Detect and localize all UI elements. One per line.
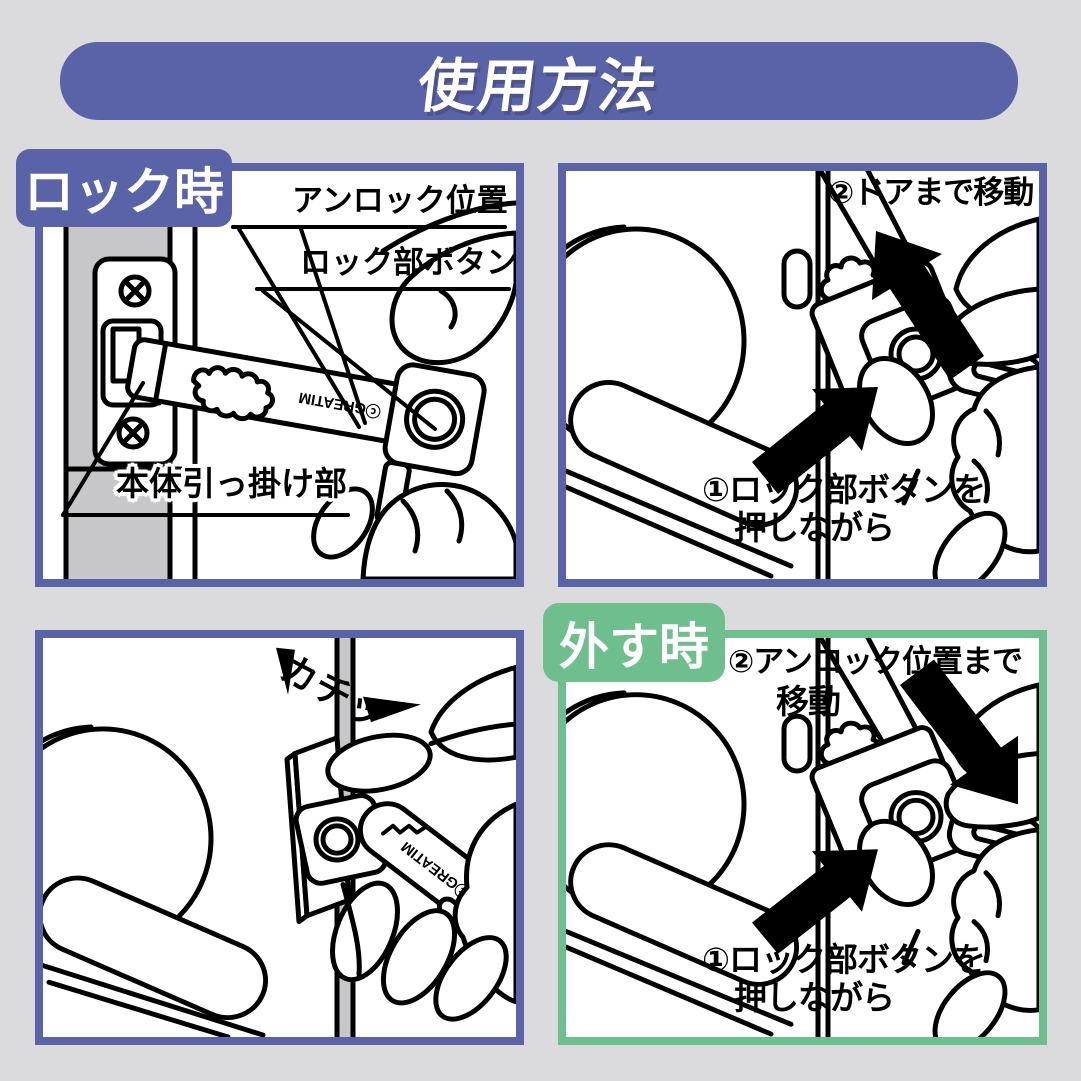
page-title: 使用方法 [414, 54, 663, 119]
locked-state-illustration: ⓒGREATIM [61, 171, 516, 579]
door-handle-art [43, 724, 269, 1037]
badge-locked-state: ロック時 [16, 149, 232, 227]
move-to-unlock-arrow-icon [900, 659, 1018, 805]
step-move-to-door: ②ドアまで移動 [828, 175, 1034, 210]
header-banner: 使用方法 [60, 42, 1018, 120]
badge-remove-state: 外す時 [543, 603, 725, 682]
step-move-to-unlock-line2: 移動 [776, 683, 841, 720]
thumb-art [325, 732, 433, 794]
hand-art [325, 664, 516, 1022]
click-illustration: ⓒGREATIM [43, 638, 516, 1037]
label-lock-button: ロック部ボタン [300, 245, 517, 280]
move-to-door-illustration [566, 171, 1039, 579]
step-press-button-line1: ①ロック部ボタンを [702, 941, 986, 978]
step-press-button-line2: 押しながら [734, 509, 895, 546]
hand-art [311, 200, 516, 579]
panel-click-locked: ⓒGREATIM [35, 630, 524, 1045]
panel-locked-state: ⓒGREATIM [35, 163, 524, 587]
panel-remove [558, 630, 1047, 1045]
step-move-to-unlock-line1: ②アンロック位置まで [728, 644, 1023, 679]
label-unlock-position: アンロック位置 [292, 183, 508, 218]
leader-lines [61, 225, 511, 517]
screw-icon [116, 416, 150, 450]
click-emphasis-icon [276, 647, 421, 723]
move-to-door-arrow-icon [872, 231, 984, 380]
screw-icon [118, 274, 152, 308]
label-hook-part: 本体引っ掛け部 [116, 465, 347, 502]
panel-move-to-door [558, 163, 1047, 587]
thumb-art [389, 230, 516, 366]
step-press-button-line2: 押しながら [734, 979, 895, 1016]
step-press-button-line1: ①ロック部ボタンを [702, 471, 986, 508]
remove-illustration [566, 638, 1039, 1037]
